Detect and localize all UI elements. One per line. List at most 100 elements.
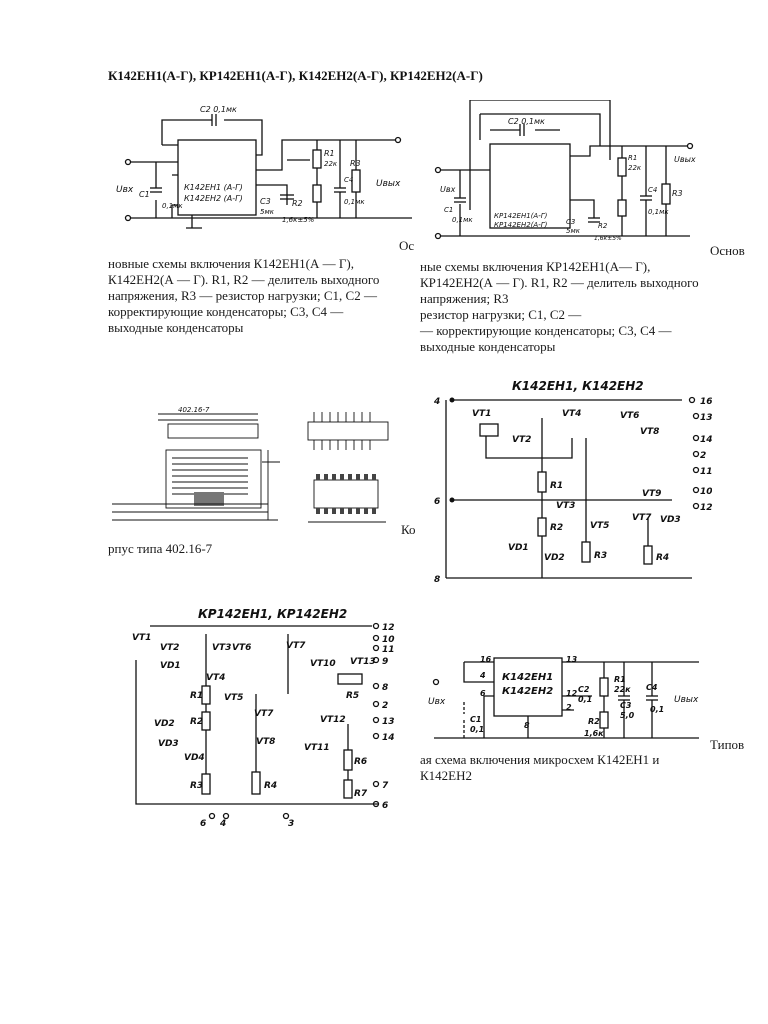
svg-text:VT3: VT3 (212, 643, 231, 653)
svg-text:6: 6 (382, 801, 388, 811)
svg-text:11: 11 (382, 645, 395, 655)
caption3-tail: Ко (401, 522, 416, 537)
svg-text:13: 13 (382, 717, 395, 727)
svg-text:VD3: VD3 (158, 739, 179, 749)
schematic-title: К142ЕН1, К142ЕН2 (512, 379, 644, 393)
c1-value: 0,1мк (162, 202, 183, 210)
input-terminal (124, 158, 132, 166)
caption4-line: К142ЕН2 (420, 768, 472, 783)
c4-value: 0,1мк (344, 198, 365, 206)
svg-text:R2: R2 (190, 717, 203, 727)
svg-text:VT7: VT7 (286, 641, 306, 651)
caption2-line: напряжения; R3 (420, 291, 509, 306)
svg-text:4: 4 (479, 671, 486, 680)
svg-text:VT3: VT3 (556, 501, 575, 511)
svg-text:VD1: VD1 (508, 543, 529, 553)
svg-text:VT4: VT4 (206, 673, 225, 683)
r1-label: R1 (628, 154, 637, 162)
svg-text:13: 13 (700, 413, 712, 423)
svg-text:VD2: VD2 (154, 719, 175, 729)
diagram-kr142-connection: С2 0,1мк КР142ЕН1(А-Г) КР142ЕН2(А-Г) Uвх… (434, 100, 696, 242)
c4-label: С4 (648, 186, 657, 194)
svg-text:VT6: VT6 (232, 643, 251, 653)
c4-label: С4 (344, 176, 353, 184)
caption2: ные схемы включения КР142ЕН1(А— Г), КР14… (420, 259, 755, 355)
r1-value: 22к (324, 160, 338, 168)
svg-text:VT12: VT12 (320, 715, 346, 725)
chip-label-line1: К142ЕН1 (А-Г) (184, 183, 243, 192)
svg-text:16: 16 (480, 655, 492, 664)
svg-text:VT4: VT4 (562, 409, 581, 419)
caption3: рпус типа 402.16-7 (108, 541, 213, 556)
c1-label: С1 (470, 715, 481, 724)
svg-text:2: 2 (566, 703, 572, 712)
svg-text:6: 6 (434, 497, 440, 507)
svg-text:R2: R2 (550, 523, 563, 533)
schematic-kr142-internal: КР142ЕН1, КР142ЕН2 VT1 VT2 VT3 VT6 VT7 V… (132, 607, 395, 826)
caption4-tail: Типов (710, 737, 745, 752)
svg-text:VD2: VD2 (544, 553, 565, 563)
c2-value: 0,1 (578, 695, 592, 704)
svg-text:VT10: VT10 (310, 659, 336, 669)
svg-text:VT1: VT1 (132, 633, 151, 643)
c4-value: 0,1мк (648, 208, 669, 216)
svg-text:R5: R5 (346, 691, 359, 701)
svg-text:16: 16 (700, 397, 712, 407)
r2-label: R2 (588, 717, 600, 726)
caption2-line: ные схемы включения КР142ЕН1(А— Г), (420, 259, 651, 274)
svg-text:VT5: VT5 (590, 521, 609, 531)
svg-text:VT9: VT9 (642, 489, 661, 499)
svg-text:8: 8 (524, 721, 530, 730)
r2-label: R2 (598, 222, 608, 230)
r2-value: 1,6к±5% (282, 216, 315, 224)
uout-label: Uвых (376, 179, 401, 189)
uin-label: Uвх (428, 697, 446, 707)
r2-value: 1,6к (584, 729, 604, 738)
svg-text:R4: R4 (656, 553, 669, 563)
caption4-line: ая схема включения микросхем К142ЕН1 и (420, 752, 660, 767)
caption2-line: выходные конденсаторы (420, 339, 556, 354)
caption4: ая схема включения микросхем К142ЕН1 и К… (420, 752, 720, 784)
uout-label: Uвых (674, 155, 696, 164)
c3-value: 5мк (566, 227, 581, 235)
c4-label: С4 (646, 683, 658, 692)
svg-text:8: 8 (382, 683, 388, 693)
c1-label: С1 (139, 190, 150, 199)
svg-text:R1: R1 (190, 691, 203, 701)
r2-value: 1,6к±5% (594, 235, 622, 242)
svg-text:2: 2 (382, 701, 388, 711)
svg-text:2: 2 (700, 451, 706, 461)
svg-text:R7: R7 (354, 789, 368, 799)
svg-text:R4: R4 (264, 781, 277, 791)
c2-label: С2 (578, 685, 590, 694)
svg-text:R3: R3 (594, 551, 607, 561)
package-drawing: 402.16-7 (112, 406, 389, 523)
svg-text:VT13: VT13 (350, 657, 376, 667)
svg-text:VD1: VD1 (160, 661, 181, 671)
svg-text:11: 11 (700, 467, 712, 477)
svg-text:VT5: VT5 (224, 693, 243, 703)
c1-value: 0,1 (470, 725, 484, 734)
caption1: новные схемы включения К142ЕН1(А — Г), К… (108, 256, 380, 335)
svg-text:7: 7 (382, 781, 389, 791)
typical-connection-diagram: К142ЕН1 К142ЕН2 16 4 6 13 12 2 8 Uвх С1 … (428, 655, 699, 739)
svg-text:6: 6 (200, 819, 206, 826)
svg-text:VT8: VT8 (640, 427, 659, 437)
caption1-tail: Ос (399, 238, 415, 253)
svg-text:R1: R1 (550, 481, 563, 491)
caption2-line: КР142ЕН2(А — Г). R1, R2 — делитель выход… (420, 275, 699, 290)
svg-text:VT8: VT8 (256, 737, 275, 747)
svg-text:VT11: VT11 (304, 743, 330, 753)
svg-text:10: 10 (382, 635, 395, 645)
diagram-k142-connection: Uвх К142ЕН1 (А-Г) К142ЕН2 (А-Г) С2 0,1мк… (116, 105, 412, 229)
svg-text:VD3: VD3 (660, 515, 681, 525)
caption2-line: резистор нагрузки; С1, С2 — (420, 307, 582, 322)
output-terminal (394, 136, 402, 144)
svg-text:12: 12 (700, 503, 712, 513)
c2-label: С2 0,1мк (508, 117, 545, 126)
schematic-title: КР142ЕН1, КР142ЕН2 (198, 607, 347, 621)
c3-label: С3 (620, 701, 632, 710)
chip-body (489, 143, 571, 229)
svg-text:12: 12 (382, 623, 395, 633)
r1-value: 22к (614, 685, 631, 694)
